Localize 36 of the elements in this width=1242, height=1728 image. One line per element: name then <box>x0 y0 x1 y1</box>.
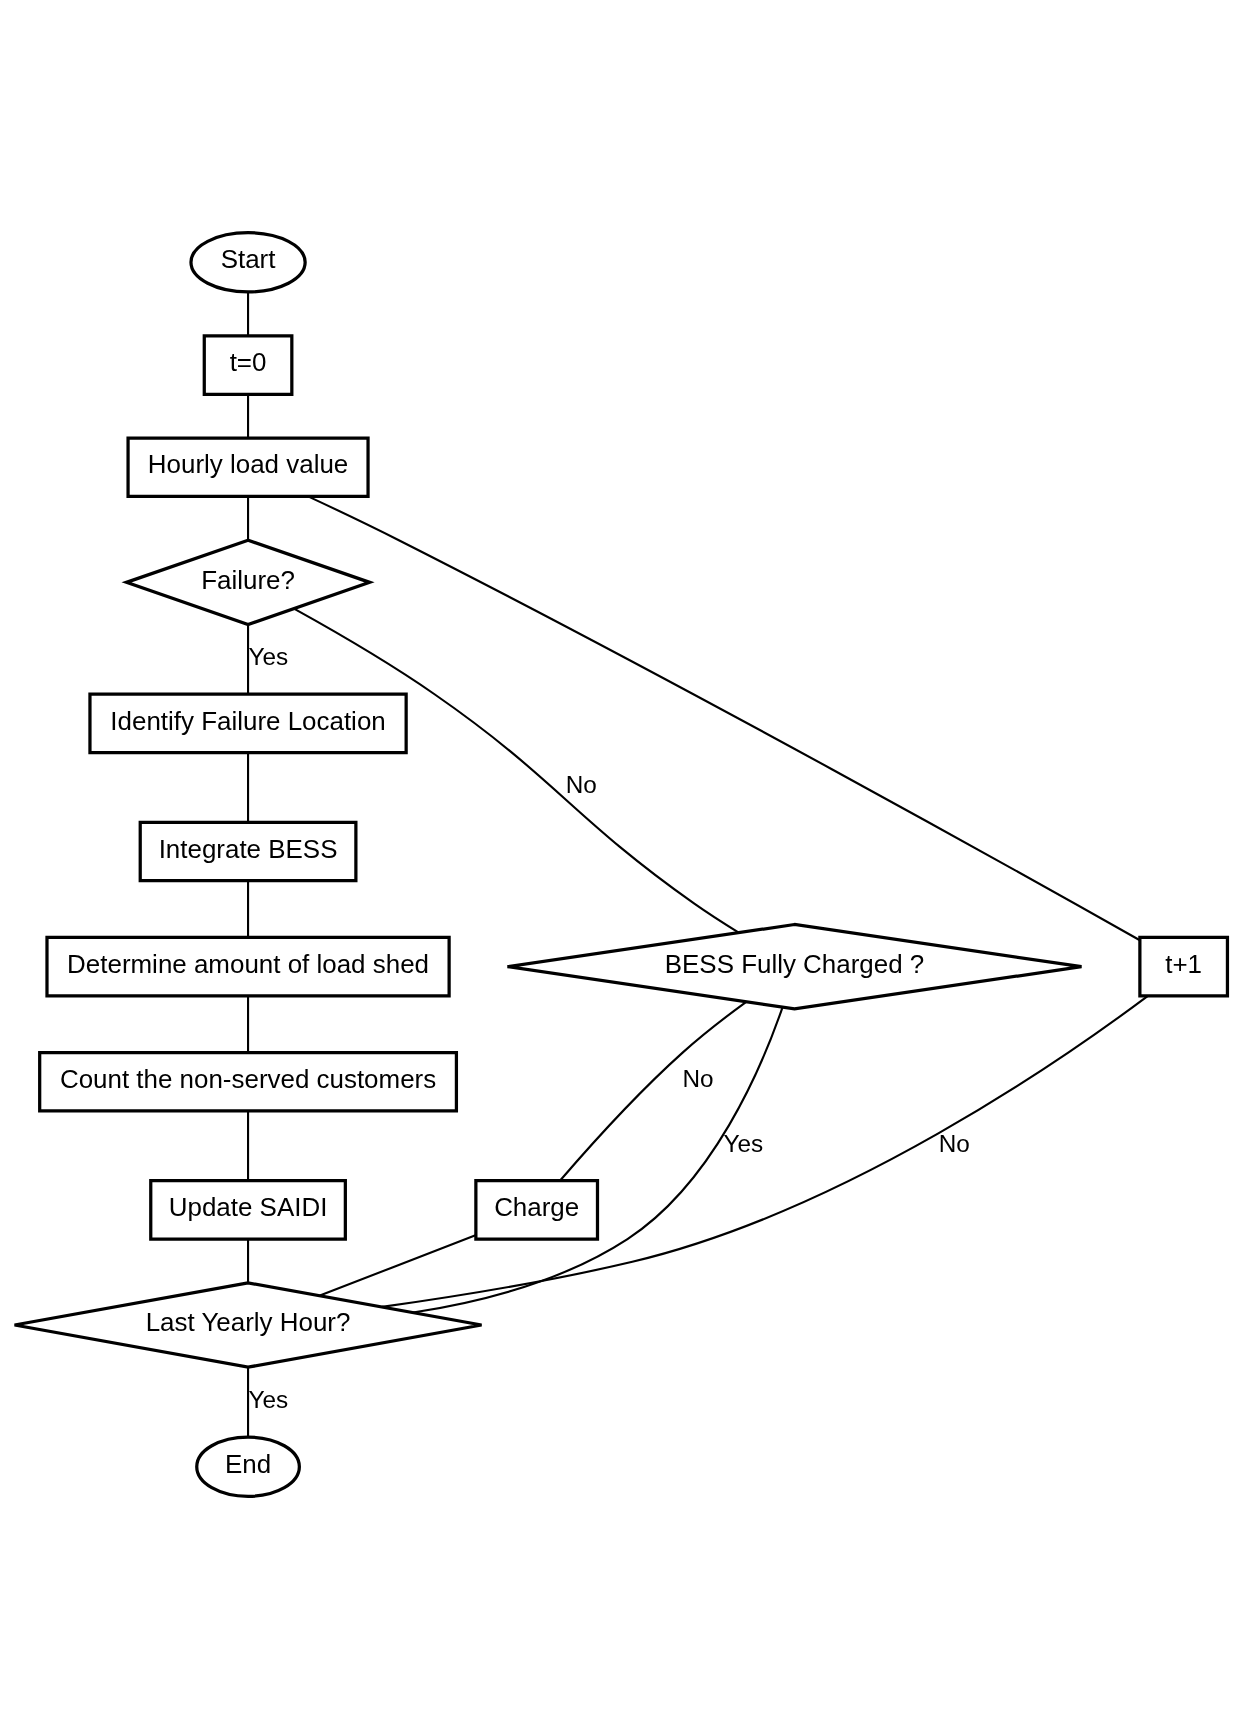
node-box: Integrate BESS <box>138 820 358 882</box>
connector <box>381 994 1149 1308</box>
node-box: Identify Failure Location <box>88 692 408 754</box>
connector <box>247 496 250 540</box>
connector <box>247 880 250 937</box>
node-ellipse: End <box>195 1434 301 1498</box>
connector <box>247 1366 250 1437</box>
connector <box>247 624 250 694</box>
edge-label: No <box>682 1064 714 1092</box>
connector <box>247 1238 250 1282</box>
connector <box>293 607 739 933</box>
edge-label: Yes <box>723 1129 764 1157</box>
connector <box>559 1000 747 1181</box>
connector <box>247 752 250 822</box>
connector <box>247 394 250 438</box>
node-diamond: Last Yearly Hour? <box>12 1280 484 1369</box>
edge-label: No <box>565 770 597 798</box>
node-diamond: Failure? <box>121 538 375 626</box>
connector <box>308 495 1141 941</box>
node-box: t=0 <box>202 333 294 396</box>
edge-label: Yes <box>248 1385 289 1413</box>
node-box: Count the non-served customers <box>38 1050 459 1113</box>
node-ellipse: Start <box>189 230 307 294</box>
edge-label: Yes <box>248 642 289 670</box>
connector <box>247 1110 250 1181</box>
connector <box>247 291 250 335</box>
node-box: Hourly load value <box>126 435 370 498</box>
connector <box>319 1233 476 1297</box>
node-box: Determine amount of load shed <box>45 935 451 997</box>
node-diamond: BESS Fully Charged ? <box>505 922 1084 1010</box>
node-box: Charge <box>474 1178 600 1241</box>
node-box: t+1 <box>1138 935 1230 997</box>
node-box: Update SAIDI <box>149 1178 347 1241</box>
connector <box>412 1006 784 1314</box>
edge-label: No <box>938 1129 970 1157</box>
connector <box>247 995 250 1052</box>
